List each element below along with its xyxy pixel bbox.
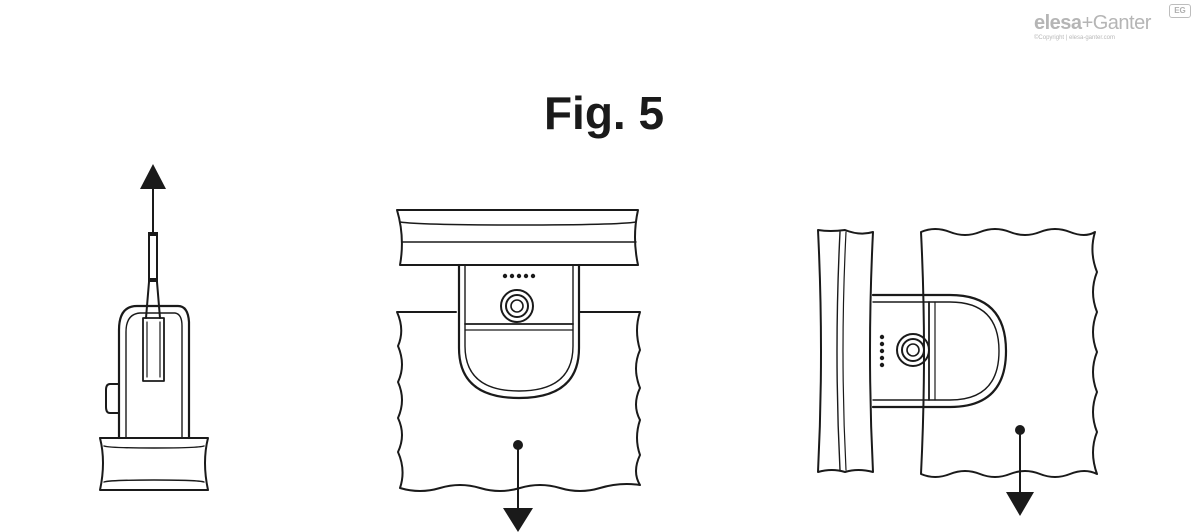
side-view-drawing (100, 164, 208, 490)
top-rail (397, 210, 638, 265)
elesa-ganter-logo: EG elesa+Ganter ©Copyright | elesa-gante… (1030, 2, 1200, 44)
left-frame-post (818, 230, 873, 472)
rotated-indicator-dots (879, 334, 885, 368)
front-view-drawing (397, 210, 640, 532)
rotated-latch-housing (873, 295, 1006, 407)
lock-cylinder (501, 290, 533, 322)
mounting-base (100, 438, 208, 490)
latch-body (106, 306, 189, 438)
downward-arrow (503, 440, 533, 532)
logo-plus: + (1081, 12, 1094, 34)
upward-arrow (140, 164, 166, 232)
rotated-lock-cylinder (897, 334, 929, 366)
right-panel (921, 229, 1097, 477)
rotated-view-drawing (818, 229, 1097, 516)
logo-partner: Ganter (1092, 12, 1152, 34)
logo-badge: EG (1169, 4, 1191, 18)
latch-housing (459, 265, 579, 398)
logo-copyright: ©Copyright | elesa-ganter.com (1034, 35, 1116, 41)
indicator-dots (502, 273, 536, 279)
figure-title: Fig. 5 (543, 87, 665, 139)
logo-wordmark: elesa+Ganter (1034, 12, 1151, 35)
lower-panel (397, 312, 640, 491)
logo-brand: elesa (1034, 12, 1082, 34)
pulled-tab (143, 232, 164, 381)
rotated-downward-arrow (1006, 425, 1034, 516)
